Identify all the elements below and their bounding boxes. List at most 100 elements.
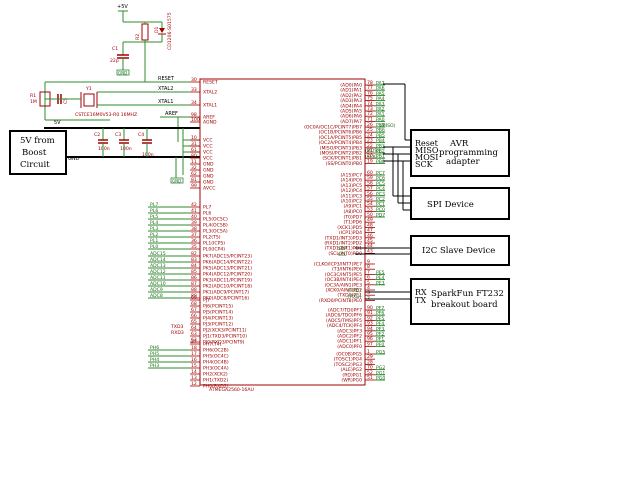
mcu-pin-number: 59 — [367, 175, 373, 181]
mcu-pin-name: (SCL/INT0)PD0 — [328, 251, 362, 257]
mcu-pin-number: 39 — [191, 220, 197, 226]
ft232-line1: SparkFun FT232 — [431, 289, 504, 299]
mcu-pin-name: PL5(OC5C) — [203, 217, 228, 223]
mcu-pin-name: (ADC3)PF3 — [337, 328, 362, 334]
mcu-pin-number: 90 — [367, 305, 373, 311]
avr-title-line1: AVR — [449, 139, 469, 149]
mcu-pin-name: (T3/INT6)PE6 — [332, 267, 362, 273]
mcu-pin-name: PK3(ADC11/PCINT19) — [203, 278, 252, 284]
mcu-pin-name: PK5(ADC13/PCINT21) — [203, 266, 252, 272]
mcu-pin-name: (OC3C/INT5)PE5 — [325, 272, 362, 278]
5v-net-label: 5V — [54, 120, 61, 126]
mcu-pin-number: 73 — [367, 106, 373, 112]
mcu-pin-number: 21 — [367, 148, 373, 154]
mcu-pin-name: PH6(OC2B) — [203, 348, 229, 354]
left-net-label: PL4 — [150, 220, 158, 226]
c1-gnd-label: GND — [118, 71, 127, 76]
mcu-pin-number: 13 — [191, 375, 197, 381]
sda-net-label: SDA — [338, 246, 348, 252]
mcu-pin-name: AREF — [203, 115, 215, 121]
mcu-pin-number: 94 — [367, 326, 373, 332]
mcu-pin-number: 52 — [367, 370, 373, 376]
power-box-line3: Circuit — [20, 160, 50, 170]
mcu-right-pins: 78(AD0)PA077(AD1)PA176(AD2)PA275(AD3)PA3… — [304, 80, 375, 384]
mcu-pin-number: 75 — [367, 96, 373, 102]
mcu-pin-name: PL4(OC5B) — [203, 223, 228, 229]
mcu-pin-name: GND — [203, 162, 214, 168]
mcu-pin-number: 22 — [367, 143, 373, 149]
left-net-label: PH6 — [150, 345, 159, 351]
mcu-pin-number: 3 — [367, 290, 370, 296]
mcu-pin-number: 47 — [367, 228, 373, 234]
right-net-label: PB3 — [376, 143, 385, 149]
mcu-pin-number: 67 — [191, 307, 197, 313]
mcu-pin-number: 9 — [367, 259, 370, 265]
mcu-pin-name: PL7 — [203, 205, 211, 211]
mcu-pin-name: AVCC — [203, 186, 215, 192]
avr-title-line3: adapter — [446, 157, 480, 167]
mcu-pin-name: (OC0A/OC1C/PCINT7)PB7 — [304, 125, 362, 131]
mcu-pin-name: (ADC2)PF2 — [337, 334, 362, 340]
mcu-pin-number: 76 — [367, 90, 373, 96]
right-net-label: PB5 — [376, 133, 385, 139]
r1-value: 1M — [30, 99, 37, 105]
mcu-pin-name: (AD4)PA4 — [340, 103, 362, 109]
mcu-pin-name: (AD2)PA2 — [340, 93, 362, 99]
mcu-pin-number: 46 — [367, 233, 373, 239]
c2-value: 100n — [98, 146, 110, 152]
left-net-label: ADC15 — [150, 251, 166, 257]
mcu-pin-name: PK2(ADC10/PCINT18) — [203, 284, 252, 290]
mcu-pin-number: 15 — [191, 363, 197, 369]
mcu-pin-number: 4 — [367, 285, 370, 291]
mcu-pin-number: 6 — [367, 275, 370, 281]
mcu-pin-number: 91 — [367, 310, 373, 316]
y1-label: Y1 — [85, 86, 92, 92]
pb-function-label: (MOSI) — [365, 148, 381, 154]
mcu-pin-name: (AD5)PA5 — [340, 109, 362, 115]
mcu-pin-name: (ALE)PG2 — [341, 367, 363, 373]
mcu-pin-number: 80 — [191, 153, 197, 159]
mcu-pin-number: 20 — [367, 153, 373, 159]
power-input-box: 5V from Boost Circuit — [9, 130, 67, 175]
mcu-pin-number: 42 — [191, 202, 197, 208]
right-net-label: PF1 — [376, 337, 384, 343]
c1-label: C1 — [112, 46, 118, 52]
right-net-label: PG2 — [376, 365, 385, 371]
mcu-pin-number: 2 — [367, 295, 370, 301]
avr-title-line2: programming — [439, 148, 499, 158]
mcu-pin-number: 25 — [367, 127, 373, 133]
mcu-pin-number: 78 — [367, 80, 373, 86]
mcu-pin-number: 66 — [191, 313, 197, 319]
mcu-pin-number: 50 — [367, 212, 373, 218]
c4-label: C4 — [138, 132, 144, 138]
left-net-label: PL5 — [150, 214, 158, 220]
right-net-label: PA6 — [376, 86, 385, 92]
mcu-pin-number: 70 — [367, 365, 373, 371]
capacitor-c4: C4 100n — [138, 128, 154, 158]
right-net-label: PA2 — [376, 107, 385, 113]
mcu-pin-number: 35 — [191, 244, 197, 250]
right-net-label: PA4 — [376, 96, 385, 102]
mcu-pin-name: PL3(OC5A) — [203, 229, 228, 235]
mcu-pin-number: 37 — [191, 232, 197, 238]
mcu-pin-name: PJ3(PCINT12) — [203, 322, 233, 328]
mcu-pin-number: 7 — [367, 269, 370, 275]
right-net-label: PF0 — [376, 342, 384, 348]
mcu-pin-name: (T1)PD6 — [343, 220, 362, 226]
mcu-pin-name: (SCK/PCINT1)PB1 — [322, 156, 362, 162]
mcu-pin-number: 62 — [191, 171, 197, 177]
mcu-pin-number: 95 — [367, 331, 373, 337]
avr-programmer-box: Reset MISO MOSI SCK AVR programming adap… — [410, 129, 510, 177]
mcu-pin-name: PJ6(PCINT15) — [203, 304, 233, 310]
mcu-pin-name: PJ2(XCK3/PCINT11) — [203, 328, 247, 334]
mcu-pin-name: PJ0(RXD3/PCINT9) — [203, 340, 245, 346]
right-net-label: PA3 — [376, 101, 385, 107]
mcu-pin-number: 77 — [367, 85, 373, 91]
mcu-pin-number: 96 — [367, 336, 373, 342]
mcu-pin-number: 23 — [367, 138, 373, 144]
left-net-label: PL6 — [150, 208, 158, 214]
mcu-pin-name: PJ1(TXD3/PCINT10) — [203, 334, 247, 340]
mcu-pin-number: 49 — [367, 217, 373, 223]
mcu-pin-number: 24 — [367, 132, 373, 138]
